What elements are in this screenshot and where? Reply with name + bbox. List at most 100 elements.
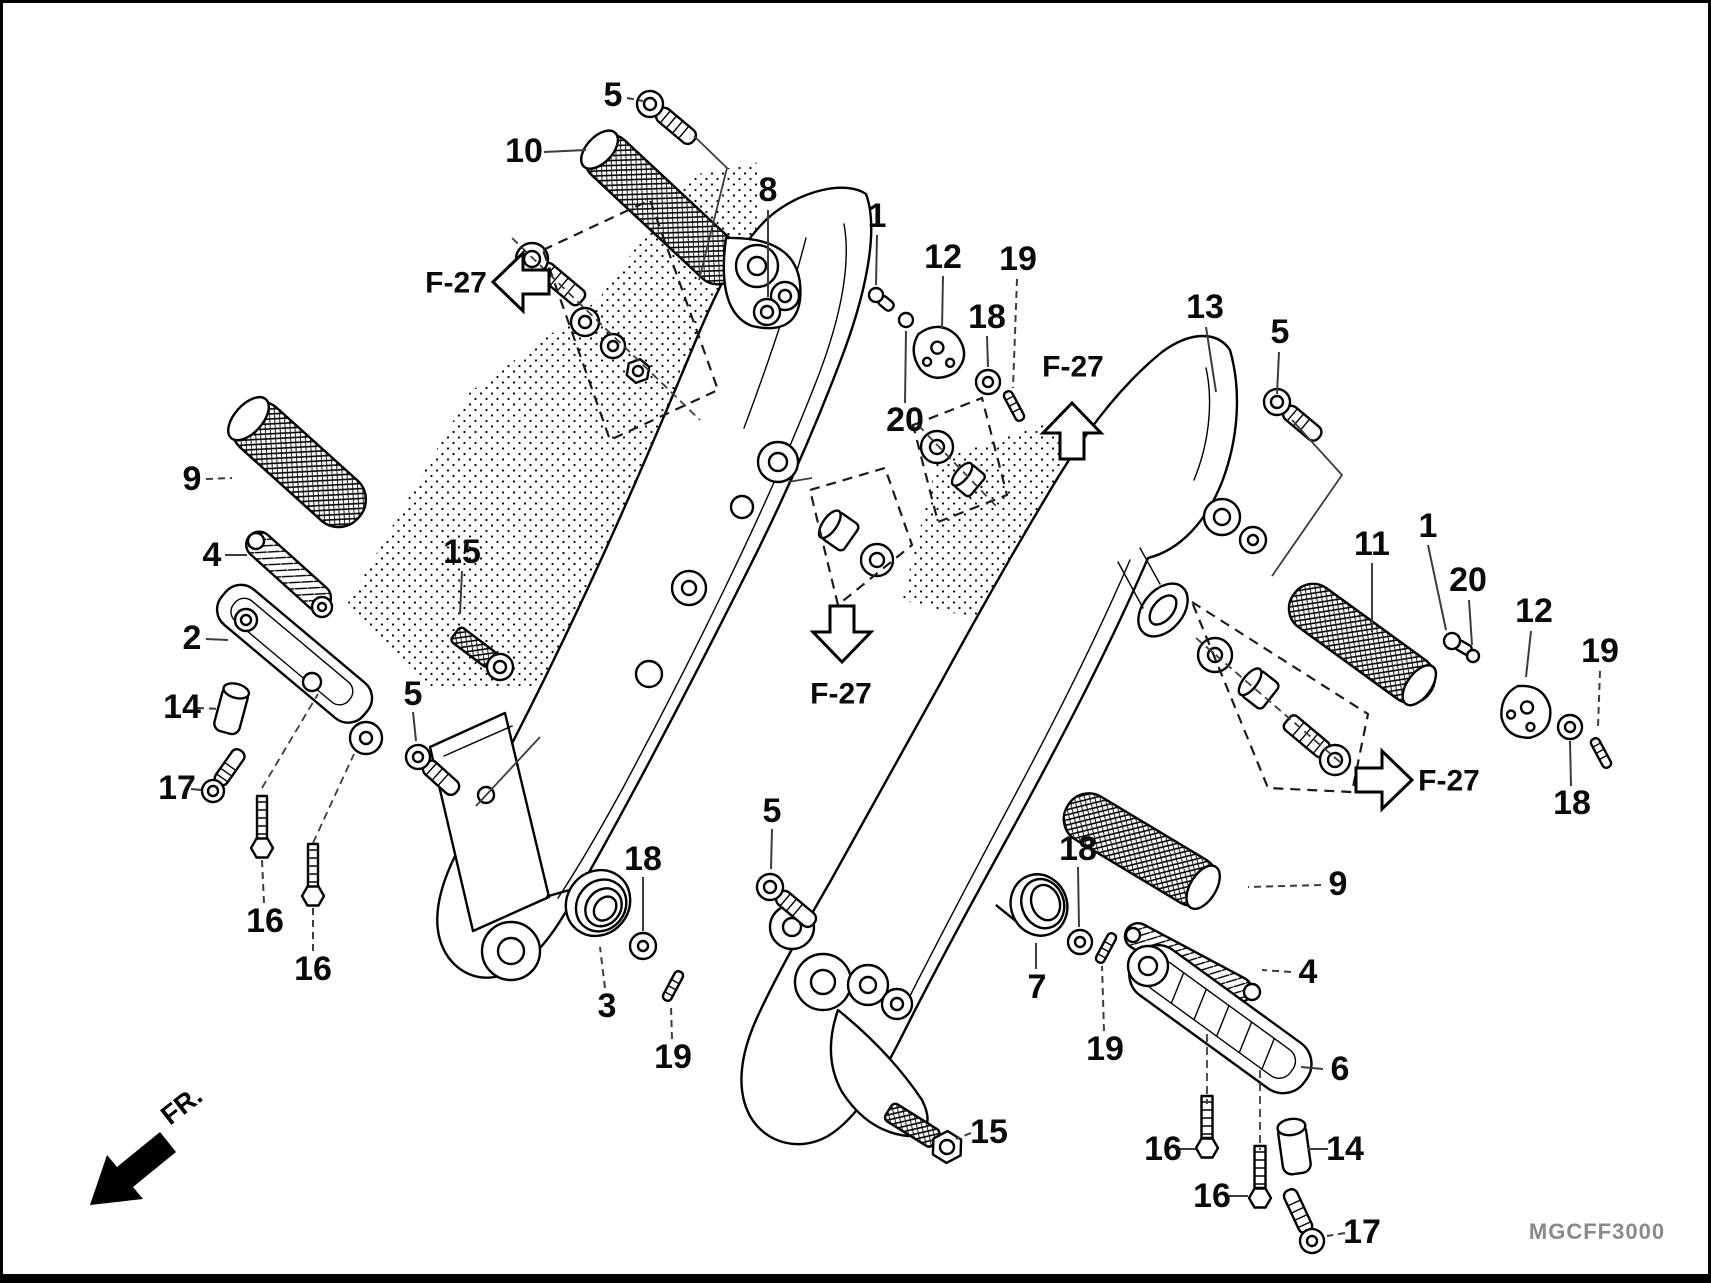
- washer-18-left: [628, 931, 658, 961]
- callout-number: 16: [294, 950, 332, 988]
- callout-16: 16: [294, 908, 332, 988]
- assembly-lines-layer: [261, 135, 1344, 1150]
- callout-12: 12: [924, 238, 962, 330]
- washer-8: [752, 297, 782, 327]
- assembly-line: [312, 753, 355, 844]
- washer-18-far-right: [1556, 713, 1584, 741]
- assembly-line: [475, 736, 541, 807]
- leader-line: [1468, 599, 1473, 646]
- left-step-bracket: [428, 186, 873, 982]
- washer-18-mid: [974, 368, 1002, 396]
- callout-number: 17: [158, 769, 196, 807]
- leader-line: [599, 946, 606, 989]
- bolt-15-left: [450, 626, 515, 682]
- callout-number: 6: [1331, 1050, 1350, 1088]
- callout-number: 13: [1186, 288, 1224, 326]
- callout-9: 9: [183, 460, 233, 498]
- bolt-5-left: [404, 743, 461, 797]
- f27-reference-down: F-27: [809, 604, 875, 711]
- fr-direction-arrow-icon: [90, 1132, 176, 1205]
- callout-number: 17: [1343, 1213, 1381, 1251]
- callout-18: 18: [1553, 740, 1591, 822]
- assembly-line: [511, 237, 701, 421]
- return-spring-3: [546, 868, 632, 938]
- callout-number: 15: [970, 1113, 1008, 1151]
- bushing-set-upper-right: [919, 429, 986, 498]
- callout-4: 4: [203, 536, 247, 574]
- bolt-5-top: [635, 89, 698, 146]
- f27-block-arrow-up-icon: [1039, 400, 1105, 461]
- cotter-pin-19-mid: [1002, 389, 1026, 423]
- callout-15: 15: [443, 533, 481, 615]
- callout-number: 2: [183, 619, 202, 657]
- callout-20: 20: [1449, 561, 1487, 646]
- callout-number: 9: [183, 460, 202, 498]
- callout-number: 19: [1581, 632, 1619, 670]
- bushing-set-center: [817, 509, 895, 578]
- pin-bolt-1-left: [867, 286, 895, 312]
- callout-17: 17: [158, 769, 202, 807]
- callout-number: 19: [999, 240, 1037, 278]
- callout-number: 4: [203, 536, 222, 574]
- callout-number: 5: [404, 675, 423, 713]
- assembly-line: [787, 477, 813, 483]
- callout-number: 11: [1354, 525, 1390, 563]
- collar-14-left: [213, 682, 251, 736]
- callout-17: 17: [1326, 1213, 1381, 1251]
- bolt-17-right: [1282, 1188, 1326, 1255]
- cotter-pin-19-left: [661, 969, 685, 1003]
- leader-line: [904, 330, 907, 404]
- f27-block-arrow-left-icon: [490, 249, 551, 315]
- callout-number: 16: [1193, 1177, 1231, 1215]
- pivot-boss: [1137, 582, 1189, 638]
- bolt-16-left-1: [249, 794, 275, 859]
- f27-reference-label: F-27: [1042, 351, 1104, 384]
- callout-16: 16: [246, 859, 284, 940]
- leader-line: [459, 570, 463, 615]
- leader-line: [1247, 884, 1322, 888]
- leader-line: [1597, 670, 1601, 728]
- leader-line: [205, 638, 229, 641]
- leader-line: [670, 1005, 673, 1040]
- f27-reference-label: F-27: [1418, 765, 1480, 798]
- leader-line: [205, 477, 233, 480]
- callout-18: 18: [1059, 830, 1097, 928]
- right-step-bracket: [740, 334, 1268, 1146]
- f27-reference-up: F-27: [1039, 351, 1105, 461]
- pivot-bolt-assembly-right: [1196, 636, 1352, 777]
- callout-number: 9: [1329, 865, 1348, 903]
- f27-references-layer: F-27F-27F-27F-27: [425, 249, 1480, 813]
- callout-number: 3: [598, 987, 617, 1025]
- callout-6: 6: [1300, 1050, 1350, 1088]
- callout-4: 4: [1261, 953, 1318, 991]
- callout-13: 13: [1186, 288, 1224, 393]
- callout-number: 20: [1449, 561, 1487, 599]
- callout-11: 11: [1354, 525, 1390, 632]
- callout-number: 16: [1144, 1130, 1182, 1168]
- leader-line: [770, 828, 773, 870]
- callout-number: 12: [1515, 592, 1553, 630]
- f27-block-arrow-down-icon: [809, 604, 875, 665]
- footpeg-9-left: [227, 395, 368, 529]
- callout-19: 19: [999, 240, 1037, 389]
- callout-number: 18: [968, 298, 1006, 336]
- leader-line: [955, 1132, 972, 1140]
- cotter-pin-19-far-right: [1589, 736, 1613, 770]
- collar-14-right: [1276, 1117, 1312, 1176]
- assembly-line: [917, 424, 999, 509]
- callout-14: 14: [1308, 1130, 1364, 1168]
- footpeg-9-right: [1062, 792, 1221, 911]
- leader-line: [412, 711, 417, 742]
- bolt-5-right: [1262, 387, 1323, 442]
- callout-1: 1: [868, 197, 886, 286]
- dashed-assembly-box: [1189, 599, 1370, 794]
- callout-number: 18: [1553, 784, 1591, 822]
- callout-8: 8: [759, 171, 777, 297]
- steel-ball-20-right: [1465, 648, 1481, 664]
- leader-line: [1326, 1232, 1346, 1237]
- footpeg-11: [1287, 582, 1438, 707]
- callout-number: 19: [1086, 1030, 1124, 1068]
